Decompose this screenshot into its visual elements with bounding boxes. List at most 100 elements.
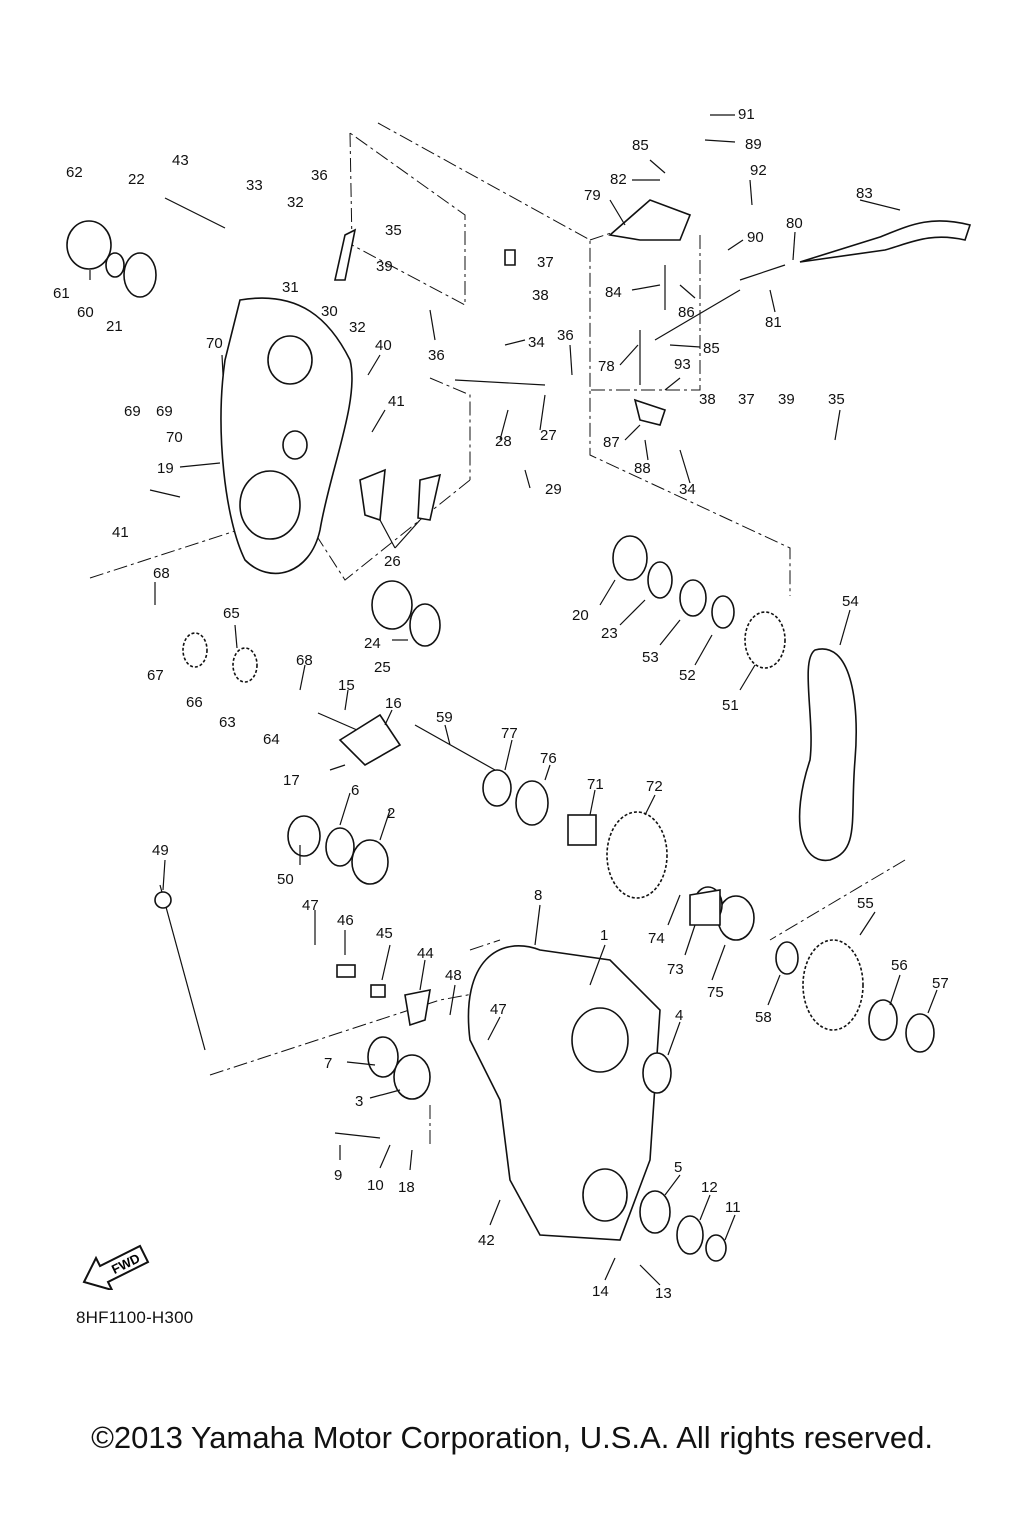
callout: 70	[206, 335, 223, 352]
callout: 28	[495, 433, 512, 450]
callout: 46	[337, 912, 354, 929]
callout: 6	[351, 782, 359, 799]
callout: 9	[334, 1167, 342, 1184]
callout: 89	[745, 136, 762, 153]
callout: 27	[540, 427, 557, 444]
callout: 57	[932, 975, 949, 992]
callout: 5	[674, 1159, 682, 1176]
callout: 39	[376, 258, 393, 275]
callout: 21	[106, 318, 123, 335]
callout: 80	[786, 215, 803, 232]
diagram-code: 8HF1100-H300	[76, 1308, 194, 1327]
callout: 38	[532, 287, 549, 304]
callout: 36	[428, 347, 445, 364]
copyright-notice: ©2013 Yamaha Motor Corporation, U.S.A. A…	[91, 1420, 933, 1455]
callout: 4	[675, 1007, 683, 1024]
callout: 76	[540, 750, 557, 767]
callout: 37	[537, 254, 554, 271]
callout: 35	[385, 222, 402, 239]
callout: 70	[166, 429, 183, 446]
chain-case-cover	[220, 297, 353, 575]
callout: 25	[374, 659, 391, 676]
shafts-and-springs	[149, 197, 972, 1139]
callout: 33	[246, 177, 263, 194]
gear-case-housing	[467, 945, 661, 1241]
callout: 53	[642, 649, 659, 666]
callout: 19	[157, 460, 174, 477]
linkage-parts	[334, 199, 721, 1027]
callout: 3	[355, 1093, 363, 1110]
callout: 66	[186, 694, 203, 711]
callout: 87	[603, 434, 620, 451]
callout: 92	[750, 162, 767, 179]
callout: 29	[545, 481, 562, 498]
callout: 42	[478, 1232, 495, 1249]
callout: 41	[388, 393, 405, 410]
callout: 39	[778, 391, 795, 408]
callout: 82	[610, 171, 627, 188]
callout: 49	[152, 842, 169, 859]
callout: 18	[398, 1179, 415, 1196]
drive-chain	[798, 648, 858, 862]
callout: 43	[172, 152, 189, 169]
callout: 59	[436, 709, 453, 726]
callout: 88	[634, 460, 651, 477]
callout: 86	[678, 304, 695, 321]
callout: 93	[674, 356, 691, 373]
callout: 72	[646, 778, 663, 795]
callout-labels: 1 2 3 4 5 6 7 8 9 10 11 12 13 14 15 16 1…	[53, 106, 949, 1302]
callout: 62	[66, 164, 83, 181]
callout: 68	[153, 565, 170, 582]
leader-lines	[89, 114, 938, 1286]
callout: 24	[364, 635, 381, 652]
callout: 32	[287, 194, 304, 211]
callout: 44	[417, 945, 434, 962]
callout: 85	[703, 340, 720, 357]
callout: 68	[296, 652, 313, 669]
callout: 34	[679, 481, 696, 498]
callout: 91	[738, 106, 755, 123]
callout: 69	[124, 403, 141, 420]
callout: 65	[223, 605, 240, 622]
callout: 8	[534, 887, 542, 904]
callout: 69	[156, 403, 173, 420]
callout: 84	[605, 284, 622, 301]
callout: 35	[828, 391, 845, 408]
callout: 75	[707, 984, 724, 1001]
callout: 48	[445, 967, 462, 984]
callout: 14	[592, 1283, 609, 1300]
callout: 51	[722, 697, 739, 714]
callout: 34	[528, 334, 545, 351]
callout: 79	[584, 187, 601, 204]
callout: 47	[302, 897, 319, 914]
callout: 26	[384, 553, 401, 570]
callout: 30	[321, 303, 338, 320]
callout: 78	[598, 358, 615, 375]
callout: 2	[387, 805, 395, 822]
callout: 73	[667, 961, 684, 978]
callout: 60	[77, 304, 94, 321]
callout: 83	[856, 185, 873, 202]
callout: 45	[376, 925, 393, 942]
callout: 67	[147, 667, 164, 684]
callout: 74	[648, 930, 665, 947]
callout: 38	[699, 391, 716, 408]
callout: 13	[655, 1285, 672, 1302]
callout: 36	[311, 167, 328, 184]
callout: 36	[557, 327, 574, 344]
callout: 77	[501, 725, 518, 742]
callout: 15	[338, 677, 355, 694]
callout: 52	[679, 667, 696, 684]
callout: 71	[587, 776, 604, 793]
callout: 22	[128, 171, 145, 188]
callout: 32	[349, 319, 366, 336]
callout: 7	[324, 1055, 332, 1072]
callout: 58	[755, 1009, 772, 1026]
callout: 81	[765, 314, 782, 331]
callout: 85	[632, 137, 649, 154]
callout: 16	[385, 695, 402, 712]
callout: 41	[112, 524, 129, 541]
callout: 61	[53, 285, 70, 302]
